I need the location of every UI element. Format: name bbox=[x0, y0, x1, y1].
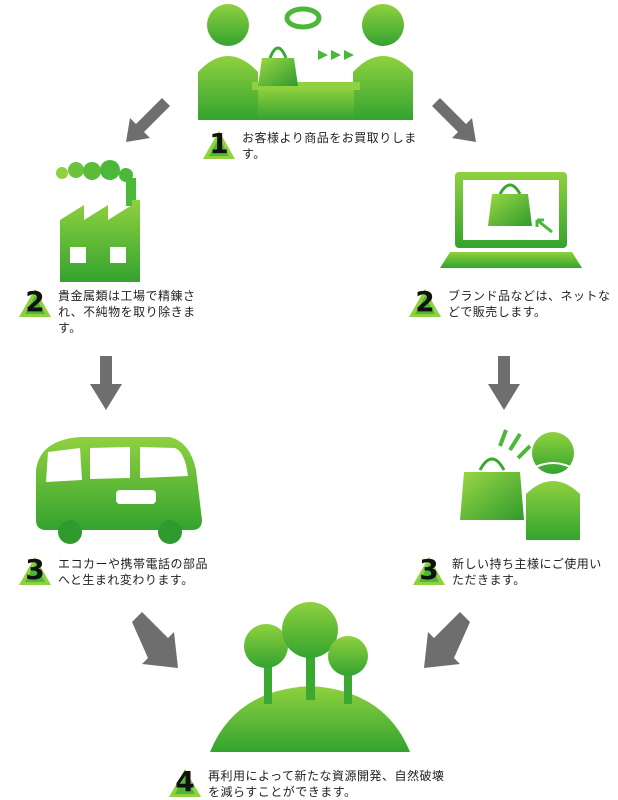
step-number: 1 bbox=[209, 127, 229, 160]
step-number: 4 bbox=[175, 765, 195, 798]
step-buy: 1 お客様より商品をお買取りします。 bbox=[202, 127, 424, 162]
step-caption: 新しい持ち主様にご使用いただきます。 bbox=[452, 557, 602, 587]
forest-icon bbox=[210, 602, 410, 752]
step-refine: 2 貴金属類は工場で精錬され、不純物を取り除きます。 bbox=[18, 285, 218, 336]
step-caption: お客様より商品をお買取りします。 bbox=[242, 131, 417, 161]
step-caption: 貴金属類は工場で精錬され、不純物を取り除きます。 bbox=[58, 289, 196, 335]
step-number: 3 bbox=[25, 553, 45, 586]
recycle-badge-icon: 4 bbox=[168, 765, 202, 798]
laptop-icon bbox=[440, 172, 582, 268]
factory-icon bbox=[56, 160, 140, 282]
step-number: 2 bbox=[415, 285, 435, 318]
step-new-owner: 3 新しい持ち主様にご使用いただきます。 bbox=[412, 553, 614, 588]
step-number: 2 bbox=[25, 285, 45, 318]
step-caption: ブランド品などは、ネットなどで販売します。 bbox=[448, 289, 611, 319]
flow-arrows bbox=[90, 98, 520, 668]
step-sell: 2 ブランド品などは、ネットなどで販売します。 bbox=[408, 285, 614, 320]
recycle-badge-icon: 1 bbox=[202, 127, 236, 160]
step-caption: エコカーや携帯電話の部品へと生まれ変わります。 bbox=[58, 557, 209, 587]
step-caption: 再利用によって新たな資源開発、自然破壊を減らすことができます。 bbox=[208, 769, 445, 799]
step-nature: 4 再利用によって新たな資源開発、自然破壊を減らすことができます。 bbox=[168, 765, 458, 800]
recycle-badge-icon: 3 bbox=[412, 553, 446, 586]
recycle-badge-icon: 3 bbox=[18, 553, 52, 586]
new-owner-icon bbox=[460, 429, 580, 540]
recycle-badge-icon: 2 bbox=[18, 285, 52, 318]
buyer-seller-icon bbox=[198, 4, 413, 120]
bus-icon bbox=[36, 437, 202, 544]
step-reuse-parts: 3 エコカーや携帯電話の部品へと生まれ変わります。 bbox=[18, 553, 218, 588]
recycle-badge-icon: 2 bbox=[408, 285, 442, 318]
step-number: 3 bbox=[419, 553, 439, 586]
